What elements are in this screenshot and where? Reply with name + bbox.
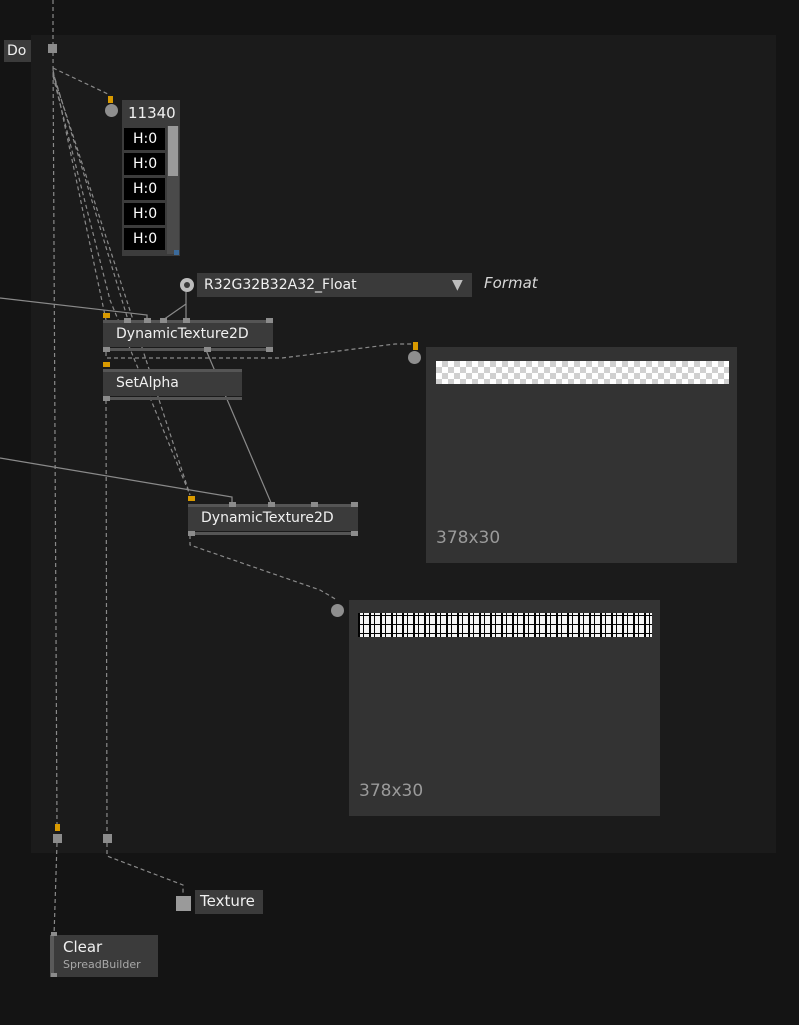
spread-resize-handle[interactable] <box>174 250 179 255</box>
setalpha-title: SetAlpha <box>116 375 179 391</box>
dt1-pin-out-0[interactable] <box>103 347 110 352</box>
dt2-pin-in-1[interactable] <box>229 502 236 507</box>
dt1-pin-in-2[interactable] <box>144 318 151 323</box>
setalpha-pin-in-0[interactable] <box>103 362 110 367</box>
setalpha-top-bar <box>103 369 242 372</box>
spread-cell-4: H:0 <box>124 228 165 250</box>
dt1-title: DynamicTexture2D <box>116 326 249 342</box>
dt1-bottom-bar <box>103 348 273 351</box>
format-enum-box[interactable]: R32G32B32A32_Float ▼ <box>197 273 472 297</box>
clear-pin-in[interactable] <box>51 932 57 936</box>
preview2-texture-image <box>358 613 652 637</box>
spread-scrollbar-thumb[interactable] <box>168 126 178 176</box>
format-enum-value: R32G32B32A32_Float <box>204 277 357 293</box>
texture-label-box[interactable]: Texture <box>195 890 263 914</box>
dt2-pin-in-0[interactable] <box>188 496 195 501</box>
clear-node-left-bar <box>50 935 54 977</box>
dt1-pin-in-5[interactable] <box>266 318 273 323</box>
spread-cell-1: H:0 <box>124 153 165 175</box>
set-alpha-node[interactable]: SetAlpha <box>103 369 242 400</box>
clear-pin-out[interactable] <box>51 973 57 977</box>
clear-node[interactable]: Clear SpreadBuilder <box>50 935 158 977</box>
dt1-pin-out-1[interactable] <box>204 347 211 352</box>
texture-preview-1[interactable]: 378x30 <box>426 347 737 563</box>
dt2-bottom-bar <box>188 532 358 535</box>
dt1-pin-in-1[interactable] <box>124 318 131 323</box>
preview2-size-label: 378x30 <box>359 781 424 801</box>
dt2-title: DynamicTexture2D <box>201 510 334 526</box>
preview1-input-pin[interactable] <box>413 342 418 350</box>
dt1-pin-in-3[interactable] <box>160 318 167 323</box>
dt2-pin-in-3[interactable] <box>311 502 318 507</box>
dt2-pin-in-2[interactable] <box>268 502 275 507</box>
setalpha-bottom-bar <box>103 397 242 400</box>
dt2-pin-out-1[interactable] <box>351 531 358 536</box>
dynamic-texture-node-1[interactable]: DynamicTexture2D <box>103 320 273 351</box>
format-radio-dot <box>184 282 190 288</box>
spread-input-circle[interactable] <box>105 104 118 117</box>
do-label-text: Do <box>7 43 27 59</box>
spread-viewer[interactable]: 11340 H:0 H:0 H:0 H:0 H:0 <box>122 100 180 256</box>
dt2-pin-out-0[interactable] <box>188 531 195 536</box>
clear-node-subtitle: SpreadBuilder <box>63 958 141 971</box>
region-out-pin-orange[interactable] <box>55 824 60 831</box>
dynamic-texture-node-2[interactable]: DynamicTexture2D <box>188 504 358 535</box>
preview1-texture-image <box>436 361 729 384</box>
spread-input-pin[interactable] <box>108 96 113 103</box>
dt2-pin-in-4[interactable] <box>351 502 358 507</box>
region-out-pin-1[interactable] <box>103 834 112 843</box>
format-label: Format <box>484 274 538 292</box>
wire-out-to-clear <box>53 842 58 937</box>
dt1-pin-in-0[interactable] <box>103 313 110 318</box>
texture-label: Texture <box>200 892 255 910</box>
format-dropdown-icon[interactable]: ▼ <box>452 277 463 293</box>
dt1-pin-in-4[interactable] <box>183 318 190 323</box>
texture-io-handle[interactable] <box>176 896 191 911</box>
do-output-pin[interactable] <box>48 44 57 53</box>
format-radio[interactable] <box>180 278 194 292</box>
spread-cell-0: H:0 <box>124 128 165 150</box>
setalpha-pin-out-0[interactable] <box>103 396 110 401</box>
do-label[interactable]: Do <box>4 40 31 62</box>
preview2-input-circle[interactable] <box>331 604 344 617</box>
spread-cell-2: H:0 <box>124 178 165 200</box>
preview1-size-label: 378x30 <box>436 528 501 548</box>
spread-cell-3: H:0 <box>124 203 165 225</box>
preview1-input-circle[interactable] <box>408 351 421 364</box>
texture-preview-2[interactable]: 378x30 <box>349 600 660 816</box>
clear-node-title: Clear <box>63 938 103 956</box>
dt1-pin-out-2[interactable] <box>266 347 273 352</box>
region-out-pin-0[interactable] <box>53 834 62 843</box>
spread-viewer-header: 11340 <box>128 104 176 122</box>
